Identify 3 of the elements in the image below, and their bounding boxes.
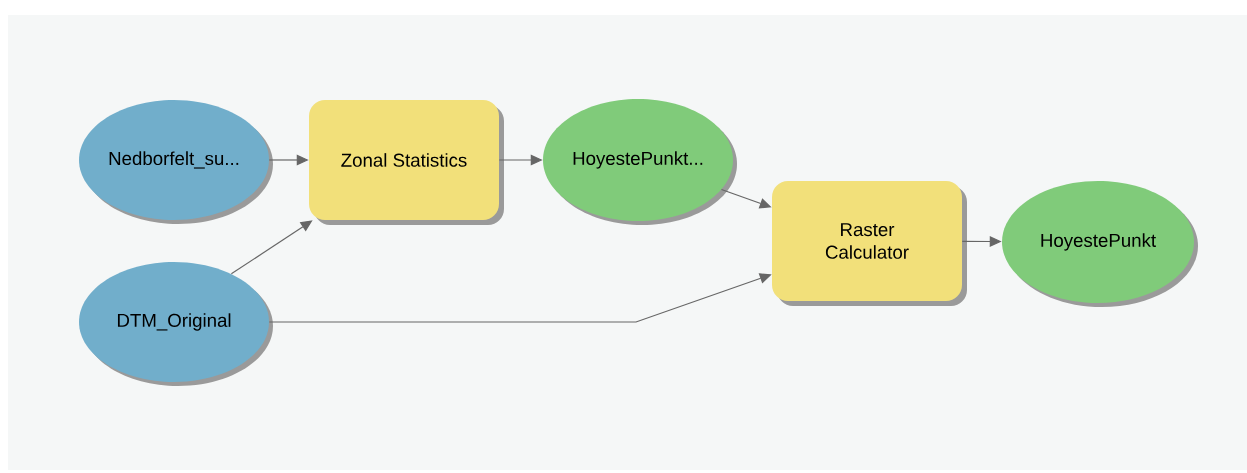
tool-box: Zonal Statistics	[309, 100, 504, 225]
arrow	[230, 220, 313, 275]
tool-box: Raster Calculator	[772, 181, 967, 306]
